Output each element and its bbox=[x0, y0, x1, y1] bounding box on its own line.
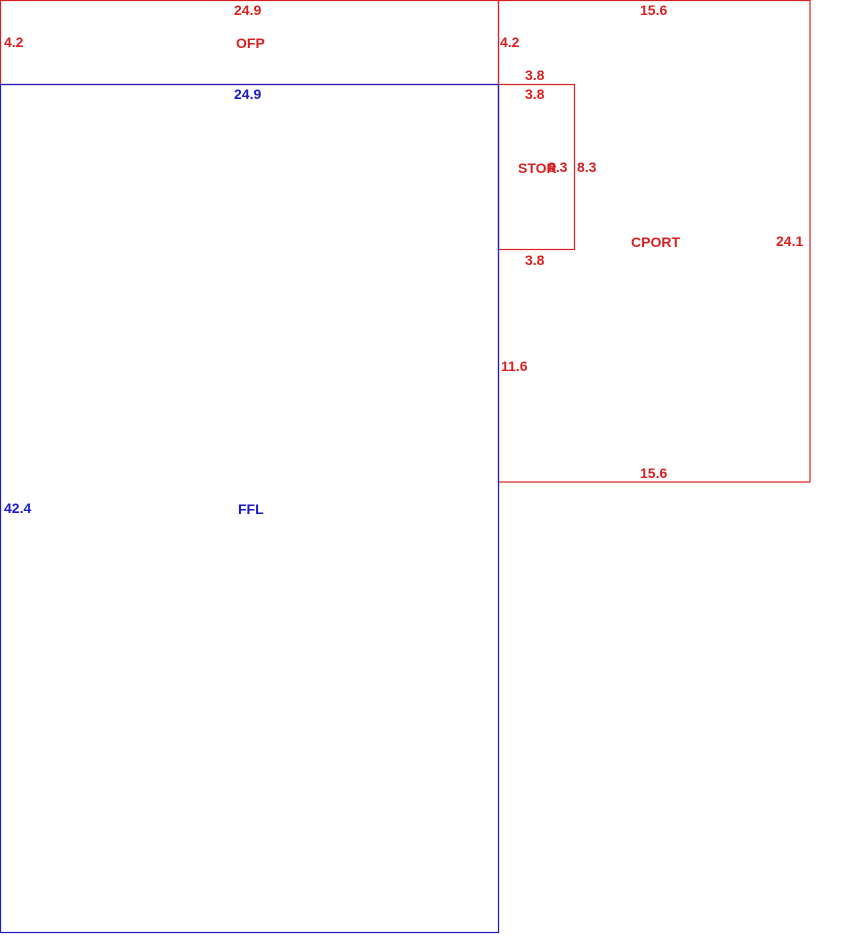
ffl-left-dimension: 42.4 bbox=[4, 500, 31, 516]
ofp-right-dimension: 4.2 bbox=[500, 34, 520, 50]
ffl-area-name: FFL bbox=[238, 501, 264, 517]
cport-area-name: CPORT bbox=[631, 234, 680, 250]
stor-left-dimension: 8.3 bbox=[548, 159, 568, 175]
ffl-top-dimension: 24.9 bbox=[234, 86, 261, 102]
stor-bottom-dimension: 3.8 bbox=[525, 252, 545, 268]
ofp-left-dimension: 4.2 bbox=[4, 34, 24, 50]
stor-top-inner-dimension: 3.8 bbox=[525, 86, 545, 102]
ffl-outline bbox=[0, 83, 500, 934]
cport-top-dimension: 15.6 bbox=[640, 2, 667, 18]
ofp-top-dimension: 24.9 bbox=[234, 2, 261, 18]
stor-top-outer-dimension: 3.8 bbox=[525, 67, 545, 83]
cport-bottom-dimension: 15.6 bbox=[640, 465, 667, 481]
stor-area-name: STOR bbox=[518, 160, 557, 176]
cport-left-dimension: 11.6 bbox=[501, 358, 528, 374]
cport-right-dimension: 24.1 bbox=[776, 233, 803, 249]
stor-right-dimension: 8.3 bbox=[577, 159, 597, 175]
ofp-area-name: OFP bbox=[236, 35, 265, 51]
